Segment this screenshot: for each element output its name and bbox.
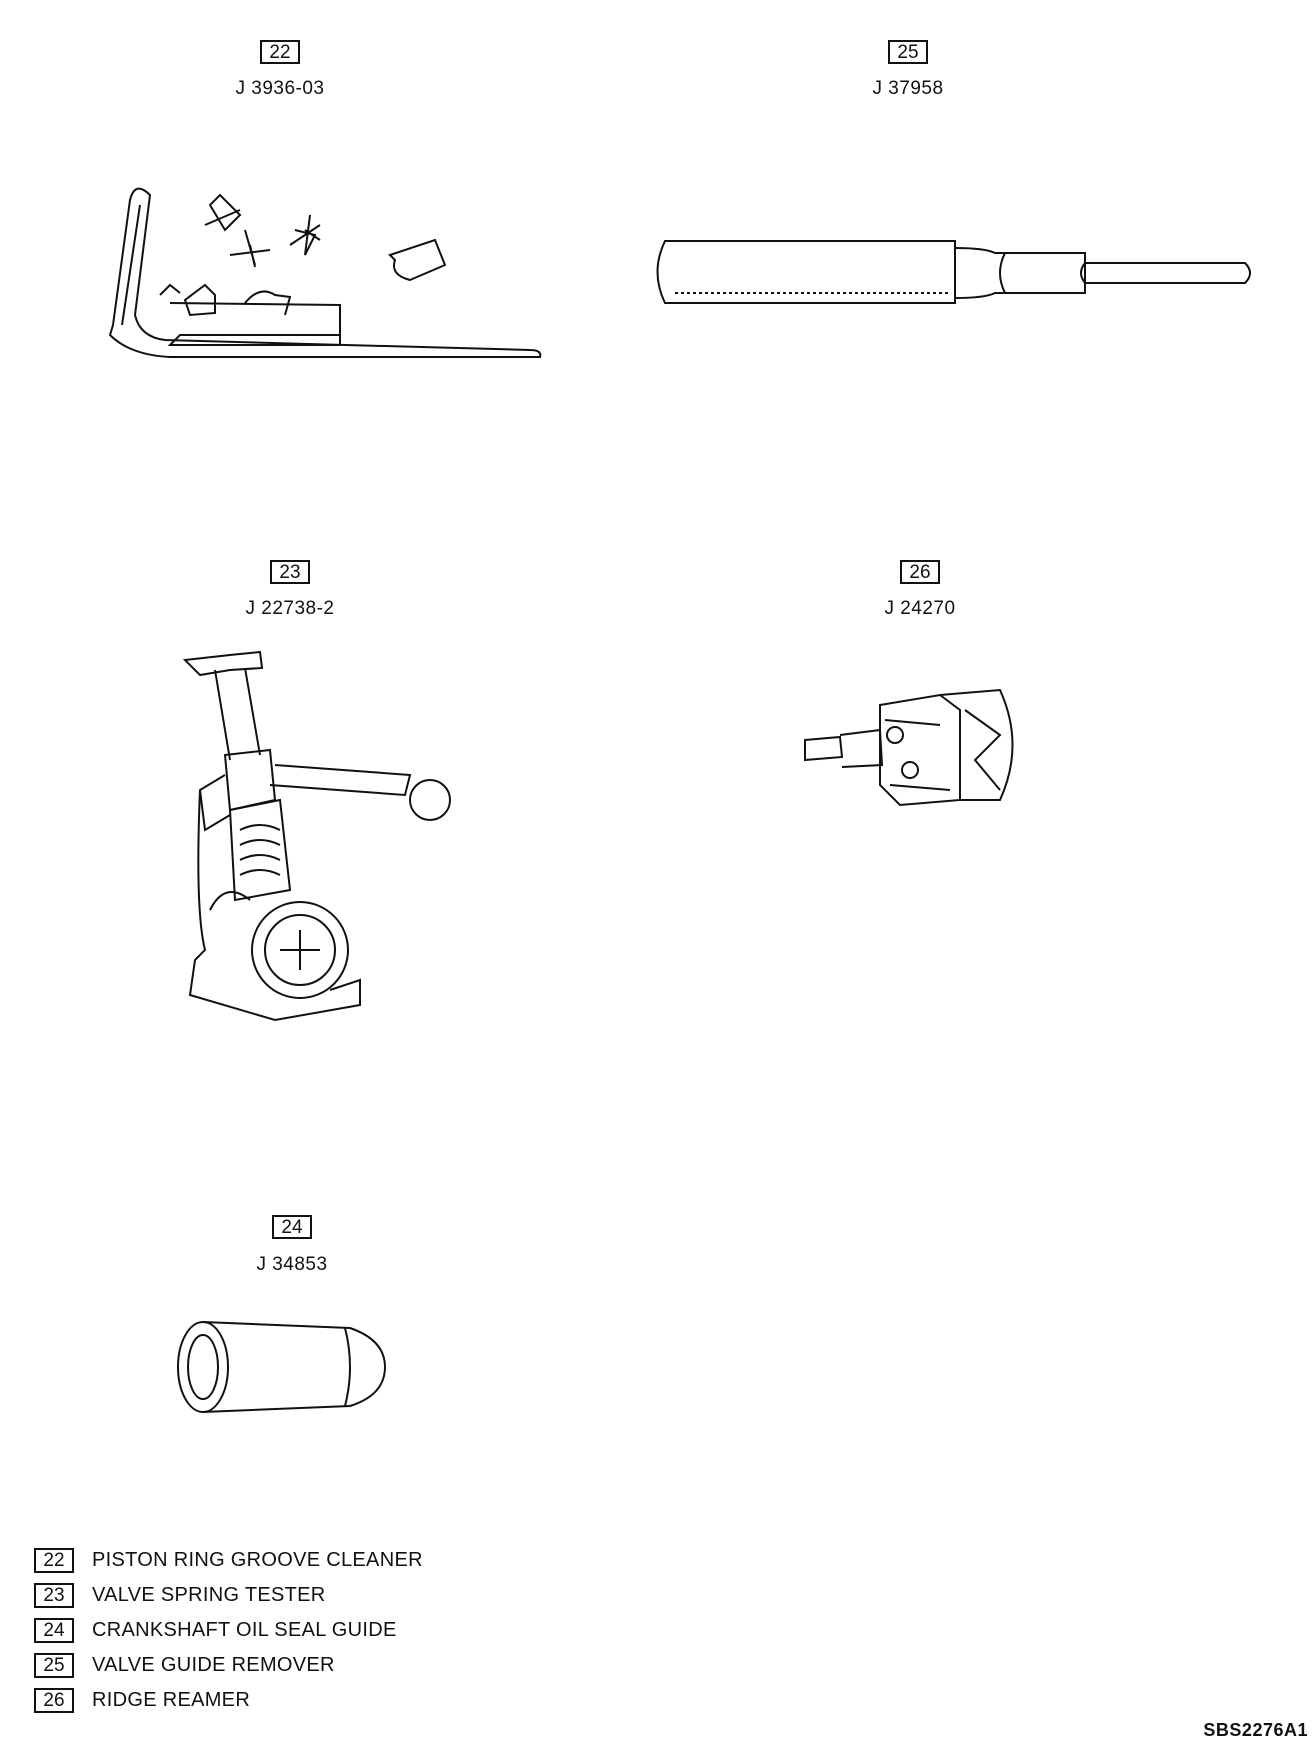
legend-label: CRANKSHAFT OIL SEAL GUIDE <box>92 1619 397 1641</box>
part-number-26: J 24270 <box>884 598 956 619</box>
callout-22: 22 <box>260 40 300 64</box>
callout-24: 24 <box>272 1215 312 1239</box>
valve-spring-tester-illustration <box>180 650 470 1070</box>
legend-number: 25 <box>34 1653 74 1678</box>
legend-label: VALVE GUIDE REMOVER <box>92 1654 335 1676</box>
crankshaft-oil-seal-guide-illustration <box>175 1320 395 1415</box>
document-code: SBS2276A1 <box>1203 1720 1308 1740</box>
legend-label: VALVE SPRING TESTER <box>92 1584 326 1606</box>
piston-ring-groove-cleaner-illustration <box>110 185 550 365</box>
legend-number: 22 <box>34 1548 74 1573</box>
callout-26: 26 <box>900 560 940 584</box>
legend-label: PISTON RING GROOVE CLEANER <box>92 1549 423 1571</box>
part-number-25: J 37958 <box>872 78 944 99</box>
part-number-22: J 3936-03 <box>235 78 325 99</box>
part-number-24: J 34853 <box>256 1254 328 1275</box>
legend-number: 26 <box>34 1688 74 1713</box>
legend-number: 23 <box>34 1583 74 1608</box>
callout-23: 23 <box>270 560 310 584</box>
legend-label: RIDGE REAMER <box>92 1689 251 1711</box>
callout-25: 25 <box>888 40 928 64</box>
part-number-23: J 22738-2 <box>245 598 335 619</box>
valve-guide-remover-illustration <box>655 238 1255 308</box>
legend-number: 24 <box>34 1618 74 1643</box>
ridge-reamer-illustration <box>800 685 1030 815</box>
